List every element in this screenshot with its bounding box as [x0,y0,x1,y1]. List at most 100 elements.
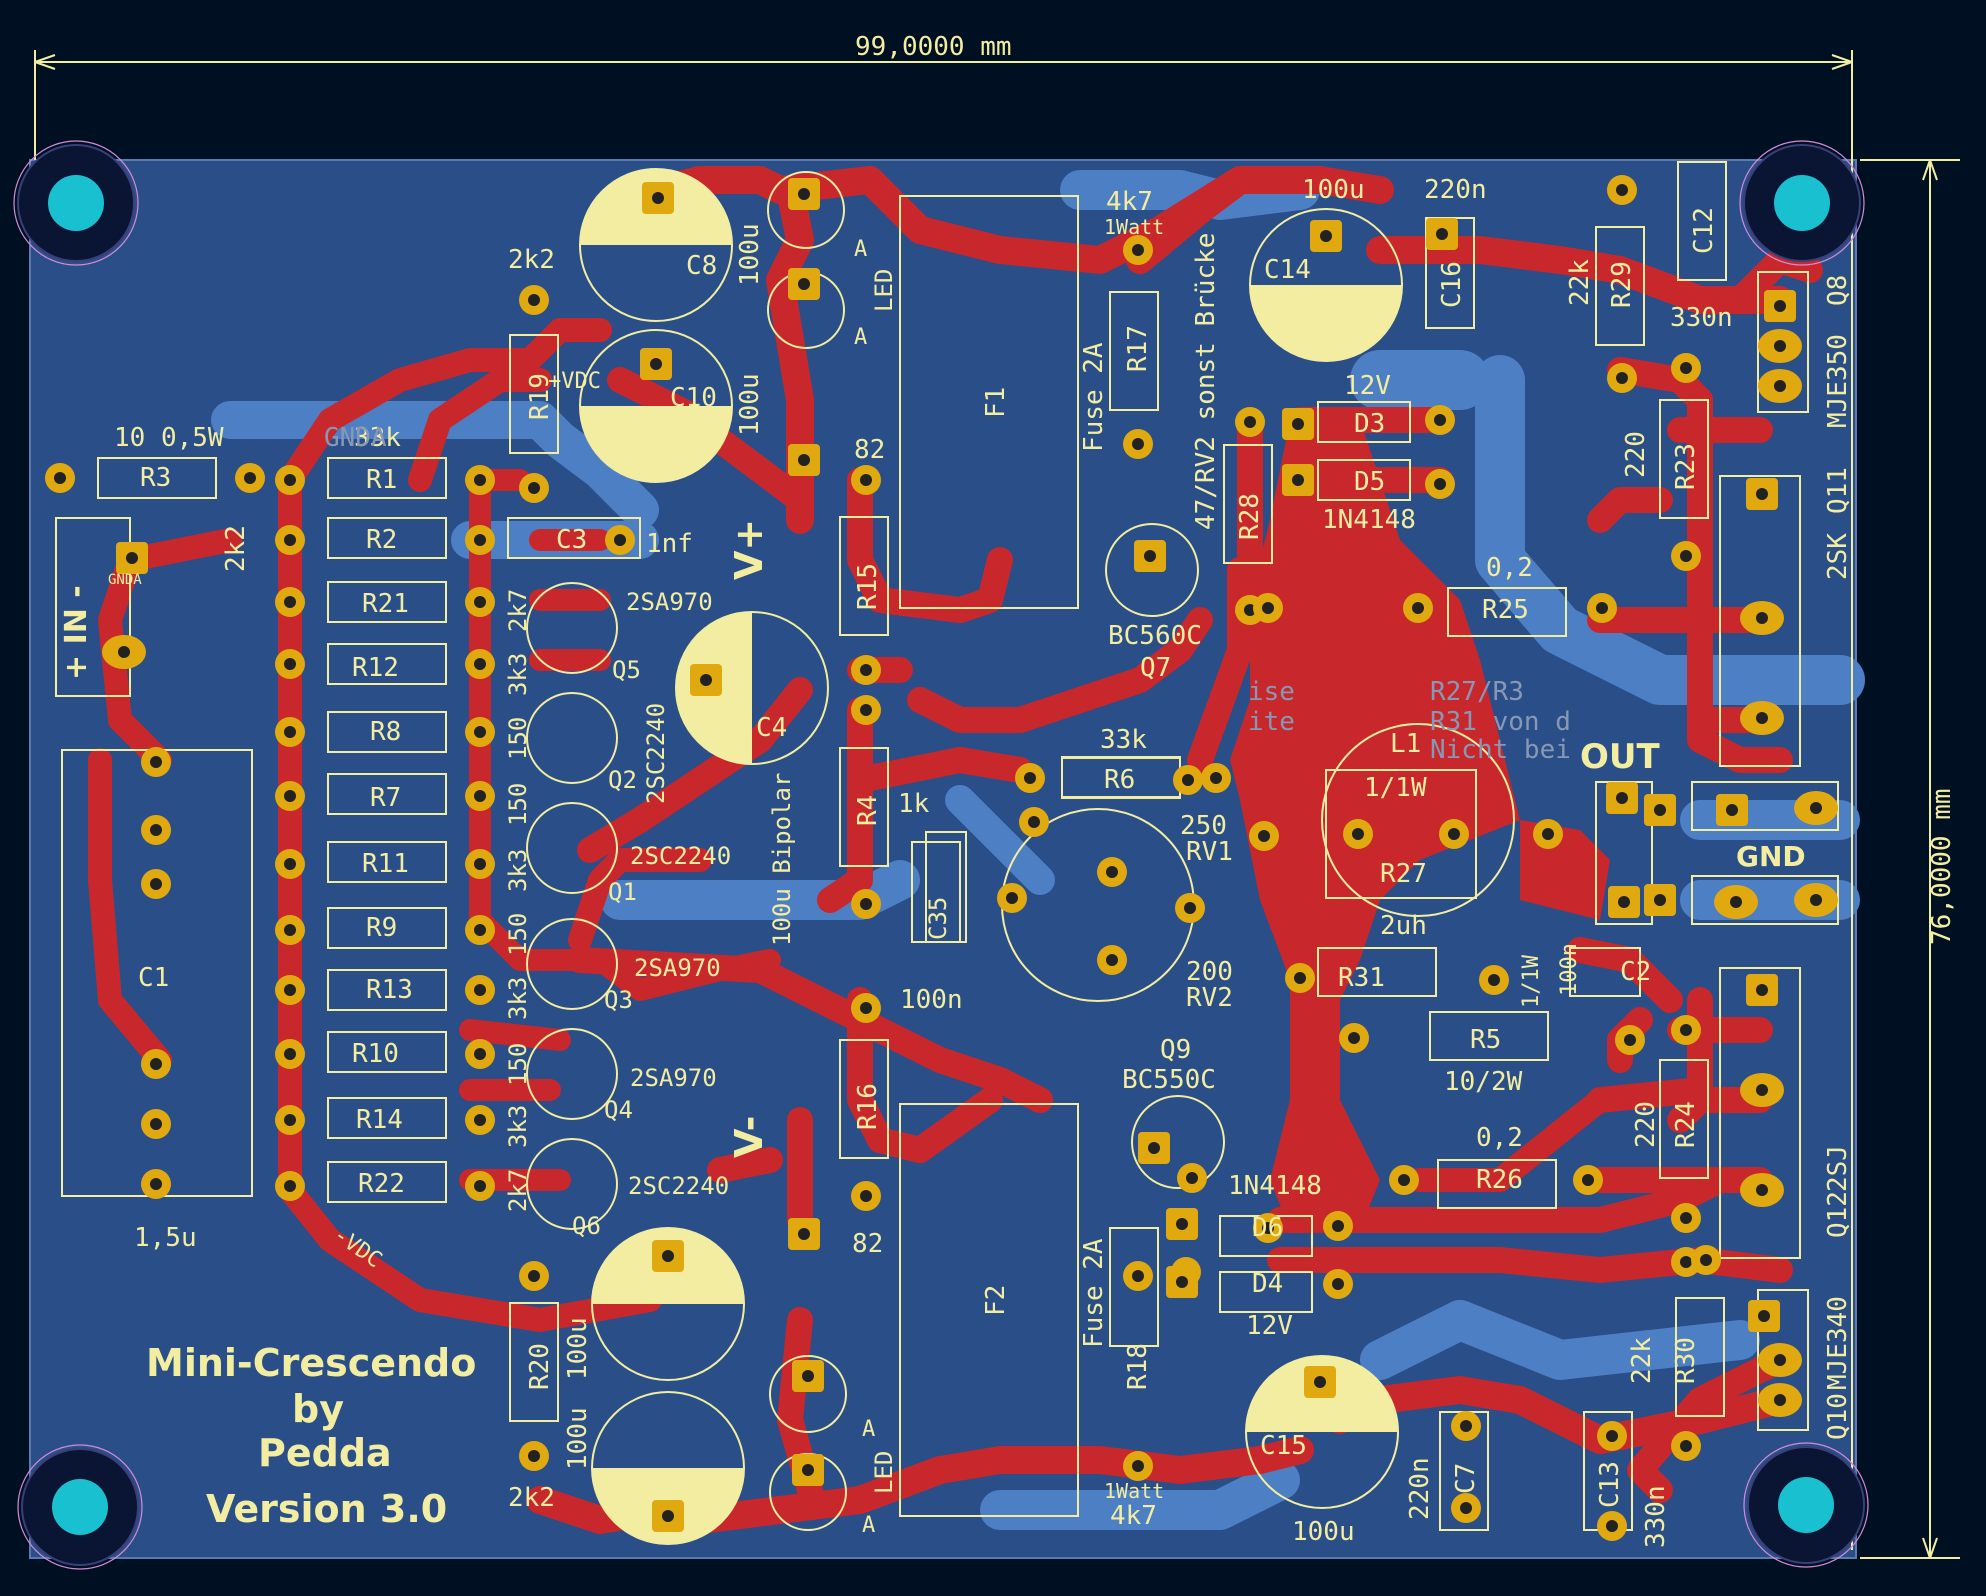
label-r31-value: 1/1W [1519,954,1544,1008]
drill-hole [1756,488,1768,500]
label-r15-value: 82 [854,435,885,465]
capacitor-c14 [1249,208,1403,362]
label-led2: LED [870,1451,898,1494]
label-r3-value: 10 0,5W [114,423,224,453]
drill-hole [1774,1394,1786,1406]
label-r6-value: 33k [1100,725,1147,755]
label-r16: R16 [853,1083,883,1130]
drill-hole [1756,612,1768,624]
label-a2: A [854,325,867,350]
drill-hole [1028,816,1040,828]
title-line-4: Version 3.0 [206,1487,447,1531]
drill-hole [1182,774,1194,786]
label-r22-value: 2k7 [504,1169,532,1212]
drill-hole [1262,602,1274,614]
drill-hole [118,646,130,658]
drill-hole [284,534,296,546]
label-d5: D5 [1354,467,1385,497]
drill-hole [474,474,486,486]
label-q4-value: 2SA970 [630,1064,717,1092]
label-d6-value: 1N4148 [1228,1171,1322,1201]
label-r2-value: 2k2 [221,525,251,572]
label-r2: R2 [366,525,397,555]
label-r26: R26 [1476,1165,1523,1195]
drill-hole [1700,1254,1712,1266]
drill-hole [284,984,296,996]
label-q8-value: MJE350 [1823,334,1853,428]
label-d6: D6 [1252,1213,1283,1243]
label-f1: F1 [981,387,1011,418]
capacitor-c10 [579,329,733,483]
label-r17-value: 4k7 [1106,187,1153,217]
label-q12: Q12 [1823,1191,1853,1238]
drill-hole [1148,1142,1160,1154]
drill-hole [474,924,486,936]
label-q12-value: 2SJ [1823,1145,1853,1192]
drill-hole [474,596,486,608]
label-r11-value: 3k3 [504,849,532,892]
mounting-hole-icon [48,175,104,231]
label-q3: Q3 [604,986,633,1014]
ghost-text-3: Nicht bei [1430,735,1571,765]
ghost-text-5: ite [1248,707,1295,737]
drill-hole [150,756,162,768]
label-r18: R18 [1123,1343,1153,1390]
label-r23: R23 [1671,443,1701,490]
drill-hole [284,474,296,486]
label-r31: R31 [1338,963,1385,993]
label-r15: R15 [853,563,883,610]
label-d3: D3 [1354,409,1385,439]
label-d3-value: 12V [1344,371,1391,401]
label-r19-value: 2k2 [508,245,555,275]
label-r11: R11 [362,849,409,879]
label-c11: C11 [686,1273,733,1303]
label-c8-value: 100u [735,223,765,286]
ghost-text-1: R27/R3 [1430,677,1524,707]
label-q10: Q10 [1823,1393,1853,1440]
drill-hole [1184,902,1196,914]
label-rv2-value: 200 [1186,957,1233,987]
label-c35-value: 100n [900,985,963,1015]
drill-hole [1680,1212,1692,1224]
drill-hole [474,726,486,738]
label-a1: A [854,237,867,262]
label-f1-value: Fuse 2A [1079,342,1109,452]
label-r25: R25 [1482,595,1529,625]
drill-hole [860,664,872,676]
drill-hole [1332,1220,1344,1232]
drill-hole [1398,1174,1410,1186]
label-f2: F2 [981,1285,1011,1316]
drill-hole [1106,866,1118,878]
drill-hole [284,726,296,738]
drill-hole [1024,772,1036,784]
drill-hole [244,472,256,484]
label-rv1: RV1 [1186,837,1233,867]
drill-hole [474,1180,486,1192]
label-q9: Q9 [1160,1035,1191,1065]
label-c12-value: 330n [1670,303,1733,333]
drill-hole [1680,1256,1692,1268]
drill-hole [1774,1354,1786,1366]
label-c1: C1 [138,963,169,993]
drill-hole [474,984,486,996]
label-vdc-plus: +VDC [548,369,601,394]
drill-hole [1618,896,1630,908]
label-r21-value: 2k7 [504,589,532,632]
label-r10: R10 [352,1039,399,1069]
mounting-hole-icon [1778,1477,1834,1533]
label-r22: R22 [358,1169,405,1199]
drill-hole [1756,1084,1768,1096]
drill-hole [798,1228,810,1240]
drill-hole [150,878,162,890]
label-q2-value: 2SC2240 [642,703,670,804]
label-r24: R24 [1671,1101,1701,1148]
drill-hole [1262,1222,1274,1234]
label-q6: Q6 [572,1212,601,1240]
title-line-1: Mini-Crescendo [146,1341,476,1385]
drill-hole [1680,1440,1692,1452]
mounting-hole-icon [52,1479,108,1535]
drill-hole [1106,954,1118,966]
label-r7: R7 [370,783,401,813]
drill-hole [860,704,872,716]
drill-hole [1434,478,1446,490]
